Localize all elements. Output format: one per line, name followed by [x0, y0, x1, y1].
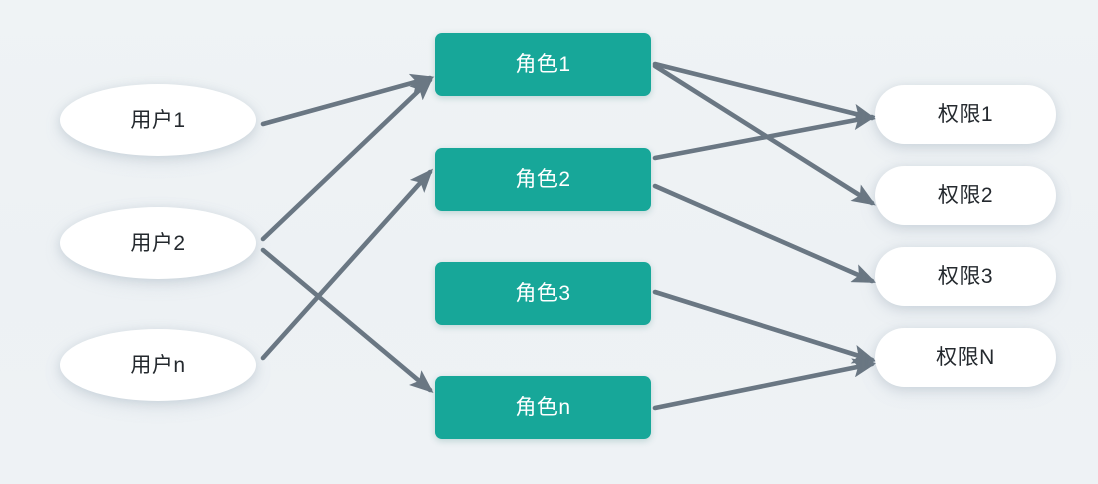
- node-permission-n-label: 权限N: [936, 346, 995, 369]
- node-user-2-label: 用户2: [130, 231, 186, 255]
- node-permission-3-label: 权限3: [937, 265, 994, 288]
- edge-role2-to-perm3: [652, 183, 877, 284]
- edge-role3-to-permN: [652, 289, 877, 364]
- node-permission-1-label: 权限1: [937, 103, 994, 126]
- node-user-n-label: 用户n: [130, 353, 186, 377]
- node-role-3[interactable]: 角色3: [435, 262, 651, 325]
- node-permission-3[interactable]: 权限3: [875, 247, 1056, 306]
- node-permission-1[interactable]: 权限1: [875, 85, 1056, 144]
- edge-role1-to-perm1: [652, 61, 877, 123]
- edge-role1-to-perm2: [652, 63, 876, 206]
- node-role-2[interactable]: 角色2: [435, 148, 651, 211]
- edge-user2-to-role1: [260, 76, 434, 242]
- node-user-n[interactable]: 用户n: [60, 329, 256, 401]
- node-user-1[interactable]: 用户1: [60, 84, 256, 156]
- edge-rolen-to-permN: [652, 358, 877, 411]
- node-role-1-label: 角色1: [515, 53, 571, 76]
- node-role-n[interactable]: 角色n: [435, 376, 651, 439]
- node-user-2[interactable]: 用户2: [60, 207, 256, 279]
- node-permission-n[interactable]: 权限N: [875, 328, 1056, 387]
- edge-role2-to-perm1: [652, 111, 877, 161]
- node-user-1-label: 用户1: [130, 108, 186, 132]
- edge-user1-to-role1: [260, 73, 435, 127]
- node-role-2-label: 角色2: [515, 168, 571, 191]
- node-permission-2-label: 权限2: [937, 184, 994, 207]
- node-role-1[interactable]: 角色1: [435, 33, 651, 96]
- node-role-3-label: 角色3: [515, 282, 571, 305]
- edge-usern-to-role2: [260, 168, 434, 361]
- node-role-n-label: 角色n: [515, 396, 571, 419]
- edge-user2-to-rolen: [260, 247, 434, 393]
- node-permission-2[interactable]: 权限2: [875, 166, 1056, 225]
